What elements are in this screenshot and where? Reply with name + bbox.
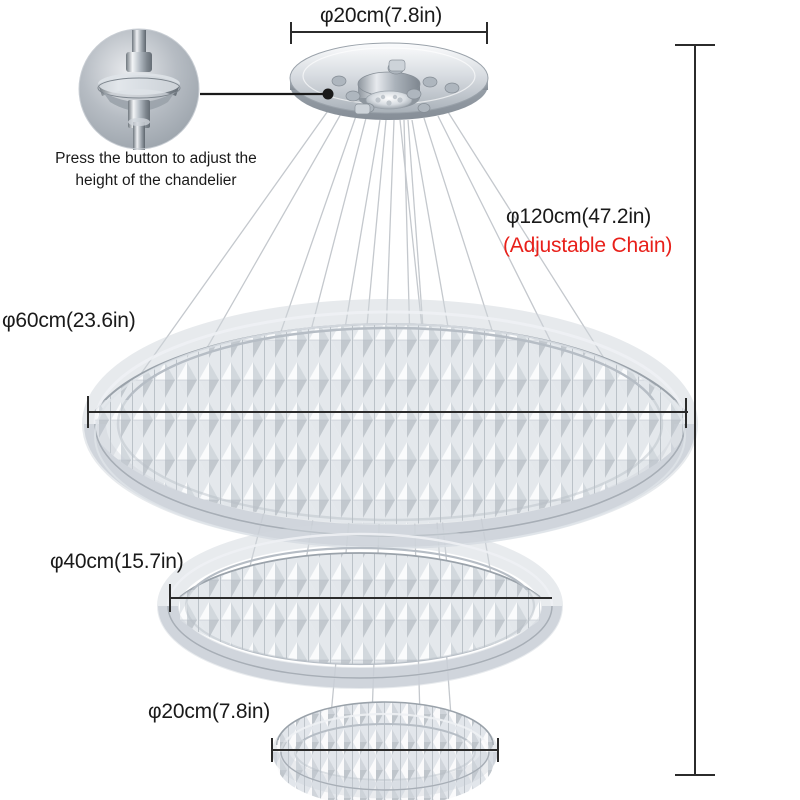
dimension-label-chain-adjustable: (Adjustable Chain) (503, 234, 673, 257)
dimension-ring-large (87, 396, 688, 428)
dimension-ring-small (271, 738, 499, 762)
dimension-chain-height (675, 44, 715, 776)
button-detail-inset (78, 28, 200, 150)
callout-leader-line (200, 88, 334, 100)
dimension-lines (87, 22, 715, 776)
dimension-label-chain: φ120cm(47.2in) (506, 205, 652, 228)
dimension-label-canopy: φ20cm(7.8in) (320, 4, 443, 27)
dimension-canopy-width (290, 22, 488, 44)
canopy-screw-caps (354, 59, 406, 115)
caption-line-2: height of the chandelier (75, 172, 237, 190)
button-callout-caption: Press the button to adjust the height of… (36, 148, 276, 193)
ring-large (82, 299, 698, 549)
caption-line-1: Press the button to adjust the (55, 150, 257, 167)
dimension-label-ring-medium: φ40cm(15.7in) (50, 550, 184, 573)
dimension-label-ring-small: φ20cm(7.8in) (148, 700, 271, 723)
dimension-ring-medium (169, 584, 552, 612)
ceiling-canopy (289, 42, 489, 120)
ring-medium (157, 523, 563, 689)
dimension-label-ring-large: φ60cm(23.6in) (2, 309, 136, 332)
